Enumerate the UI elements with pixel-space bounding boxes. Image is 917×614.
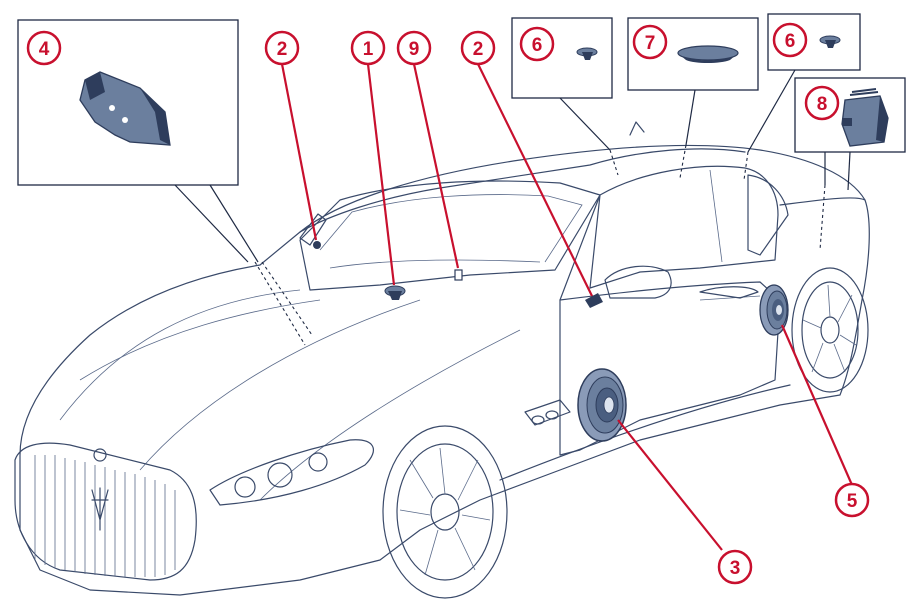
callout-4: 4 — [26, 30, 62, 66]
callout-1-label: 1 — [363, 39, 374, 60]
callout-3: 3 — [717, 549, 753, 585]
callout-7: 7 — [632, 24, 668, 60]
amplifier-icon — [841, 88, 889, 147]
callout-6a-label: 6 — [532, 35, 543, 56]
callouts: 4 2 1 9 2 6 7 6 — [26, 22, 870, 585]
callout-6a: 6 — [519, 26, 555, 62]
callout-6b-label: 6 — [785, 31, 796, 52]
car-illustration — [14, 121, 870, 599]
roof-speaker-small-icon — [819, 35, 841, 48]
callout-9-label: 9 — [409, 39, 420, 60]
leader-lines — [174, 63, 854, 551]
rear-woofer-icon — [759, 284, 789, 336]
front-door-woofer-icon — [577, 368, 627, 442]
bracket-icon — [79, 71, 171, 146]
right-mirror-tweeter-icon — [585, 293, 603, 308]
roof-speaker-large-icon — [677, 45, 739, 63]
inset-box-6b — [767, 13, 861, 71]
callout-1: 1 — [350, 30, 386, 66]
callout-3-label: 3 — [730, 558, 741, 579]
callout-5: 5 — [834, 482, 870, 518]
callout-2a: 2 — [264, 30, 300, 66]
callout-7-label: 7 — [645, 33, 656, 54]
callout-5-label: 5 — [847, 491, 858, 512]
callout-2b: 2 — [460, 30, 496, 66]
callout-4-label: 4 — [39, 39, 50, 60]
callout-8-label: 8 — [817, 94, 828, 115]
callout-9: 9 — [396, 30, 432, 66]
sensor-icon — [454, 269, 463, 281]
callout-8: 8 — [804, 85, 840, 121]
roof-speaker-small-icon — [576, 47, 598, 60]
left-pillar-tweeter-icon — [313, 241, 321, 249]
callout-6b: 6 — [772, 22, 808, 58]
dashboard-tweeter-icon — [384, 285, 406, 300]
callout-2a-label: 2 — [277, 39, 288, 60]
callout-2b-label: 2 — [473, 39, 484, 60]
